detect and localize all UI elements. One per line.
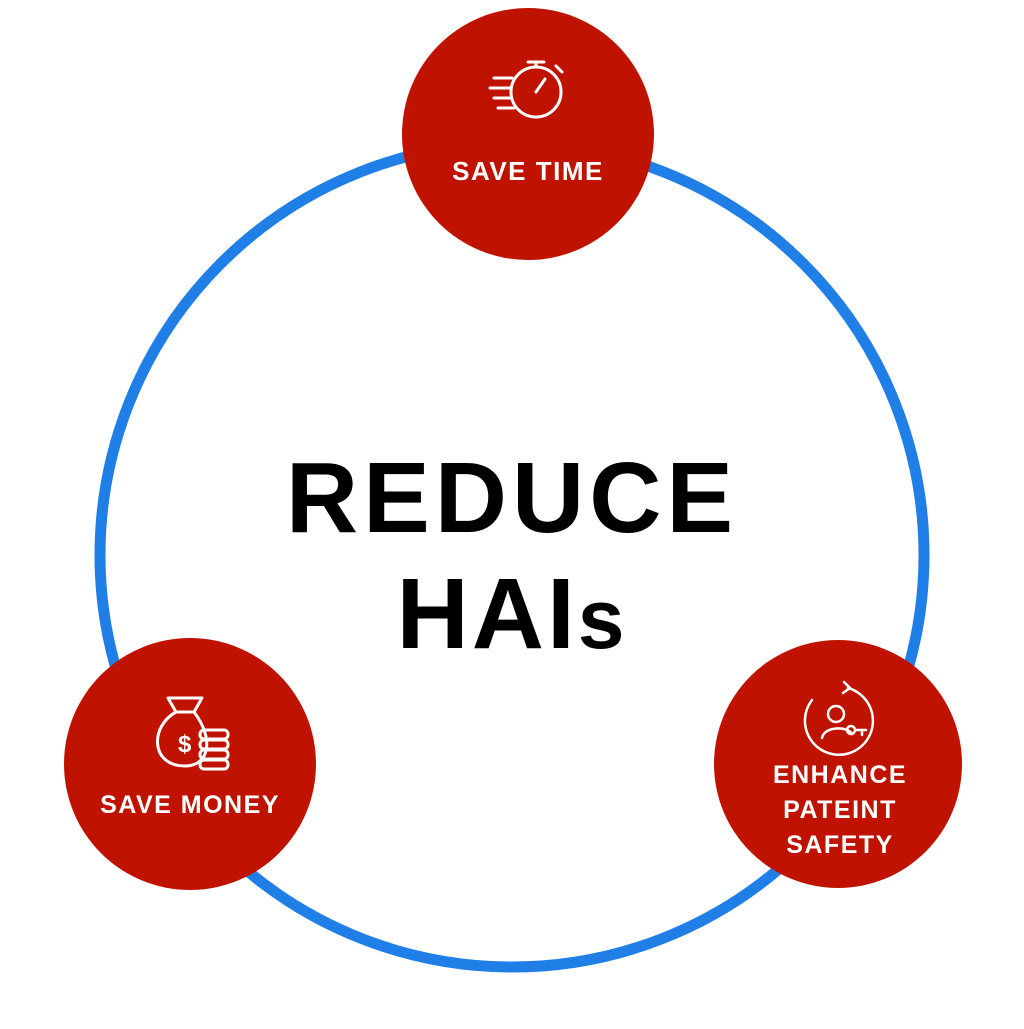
node-patient-safety-label-line: SAFETY	[786, 831, 894, 859]
node-save-money-circle	[64, 638, 316, 890]
center-title-line2-main: HAI	[396, 558, 578, 670]
node-save-time-label: SAVE TIME	[452, 156, 604, 186]
patient-cycle-icon	[803, 680, 875, 756]
center-title-line2: HAIs	[212, 556, 812, 677]
svg-text:$: $	[178, 731, 192, 758]
stopwatch-icon	[488, 60, 564, 119]
center-title-line1: REDUCE	[285, 442, 739, 554]
node-patient-safety-label: ENHANCE PATEINT SAFETY	[716, 758, 964, 863]
center-title-line2-suffix: s	[577, 572, 628, 666]
node-patient-safety-circle	[714, 640, 962, 888]
node-patient-safety-label-line: ENHANCE	[772, 761, 908, 789]
node-patient-safety-label-line: PATEINT	[783, 796, 897, 824]
node-save-money-label: SAVE MONEY	[100, 791, 280, 819]
money-bag-coins-icon: $	[156, 696, 230, 771]
node-save-time-circle	[402, 8, 654, 260]
center-title: REDUCE HAIs	[212, 440, 812, 677]
